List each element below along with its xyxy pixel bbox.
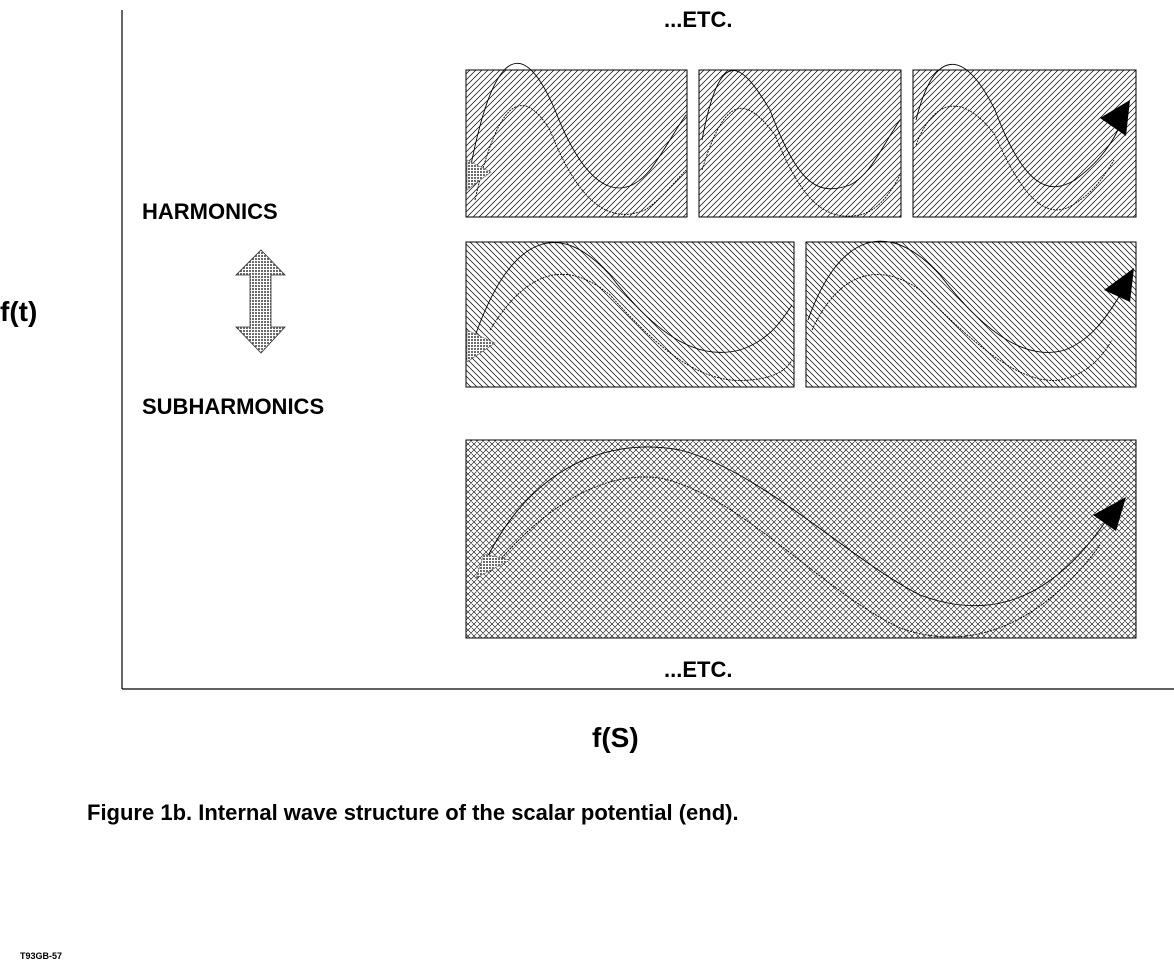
sine-wave-outer bbox=[701, 70, 901, 190]
sine-wave-outer bbox=[469, 62, 687, 189]
harmonics-label: HARMONICS bbox=[142, 199, 278, 224]
wave-panel bbox=[912, 69, 1137, 218]
etc-label-bottom: ...ETC. bbox=[664, 657, 733, 682]
etc-label-top: ...ETC. bbox=[664, 7, 733, 32]
wave-panel bbox=[698, 69, 902, 218]
y-axis-label: f(t) bbox=[0, 296, 38, 327]
wave-panel bbox=[805, 241, 1137, 388]
wave-start-arrow bbox=[466, 329, 496, 363]
figure-caption: Figure 1b. Internal wave structure of th… bbox=[87, 800, 739, 825]
wave-panel bbox=[465, 439, 1137, 639]
wave-end-arrow bbox=[1104, 268, 1134, 302]
subharmonic-row bbox=[465, 439, 1137, 639]
wave-direction-markers bbox=[466, 100, 1134, 579]
wave-panel bbox=[465, 241, 795, 388]
sine-wave-inner bbox=[489, 476, 1101, 638]
middle-row bbox=[465, 241, 1137, 388]
sine-wave-inner bbox=[474, 105, 687, 215]
subharmonics-label: SUBHARMONICS bbox=[142, 394, 325, 419]
sine-wave-outer bbox=[915, 63, 1119, 188]
sine-wave-outer bbox=[471, 242, 793, 353]
wave-curves bbox=[469, 62, 1121, 638]
x-axis-label: f(S) bbox=[592, 722, 639, 753]
wave-panel bbox=[465, 69, 688, 218]
sine-wave-inner bbox=[811, 274, 1113, 381]
wave-start-arrow bbox=[475, 553, 511, 579]
wave-start-arrow bbox=[466, 159, 492, 191]
sine-wave-outer bbox=[477, 446, 1111, 607]
double-headed-arrow-icon bbox=[235, 249, 286, 354]
sine-wave-inner bbox=[915, 105, 1115, 211]
sine-wave-inner bbox=[701, 108, 901, 217]
sine-wave-outer bbox=[807, 240, 1121, 353]
wave-end-arrow bbox=[1100, 100, 1130, 136]
figure-code: T93GB-57 bbox=[20, 951, 63, 961]
wave-end-arrow bbox=[1093, 497, 1126, 531]
harmonic-row bbox=[465, 69, 1137, 218]
sine-wave-inner bbox=[489, 273, 793, 381]
